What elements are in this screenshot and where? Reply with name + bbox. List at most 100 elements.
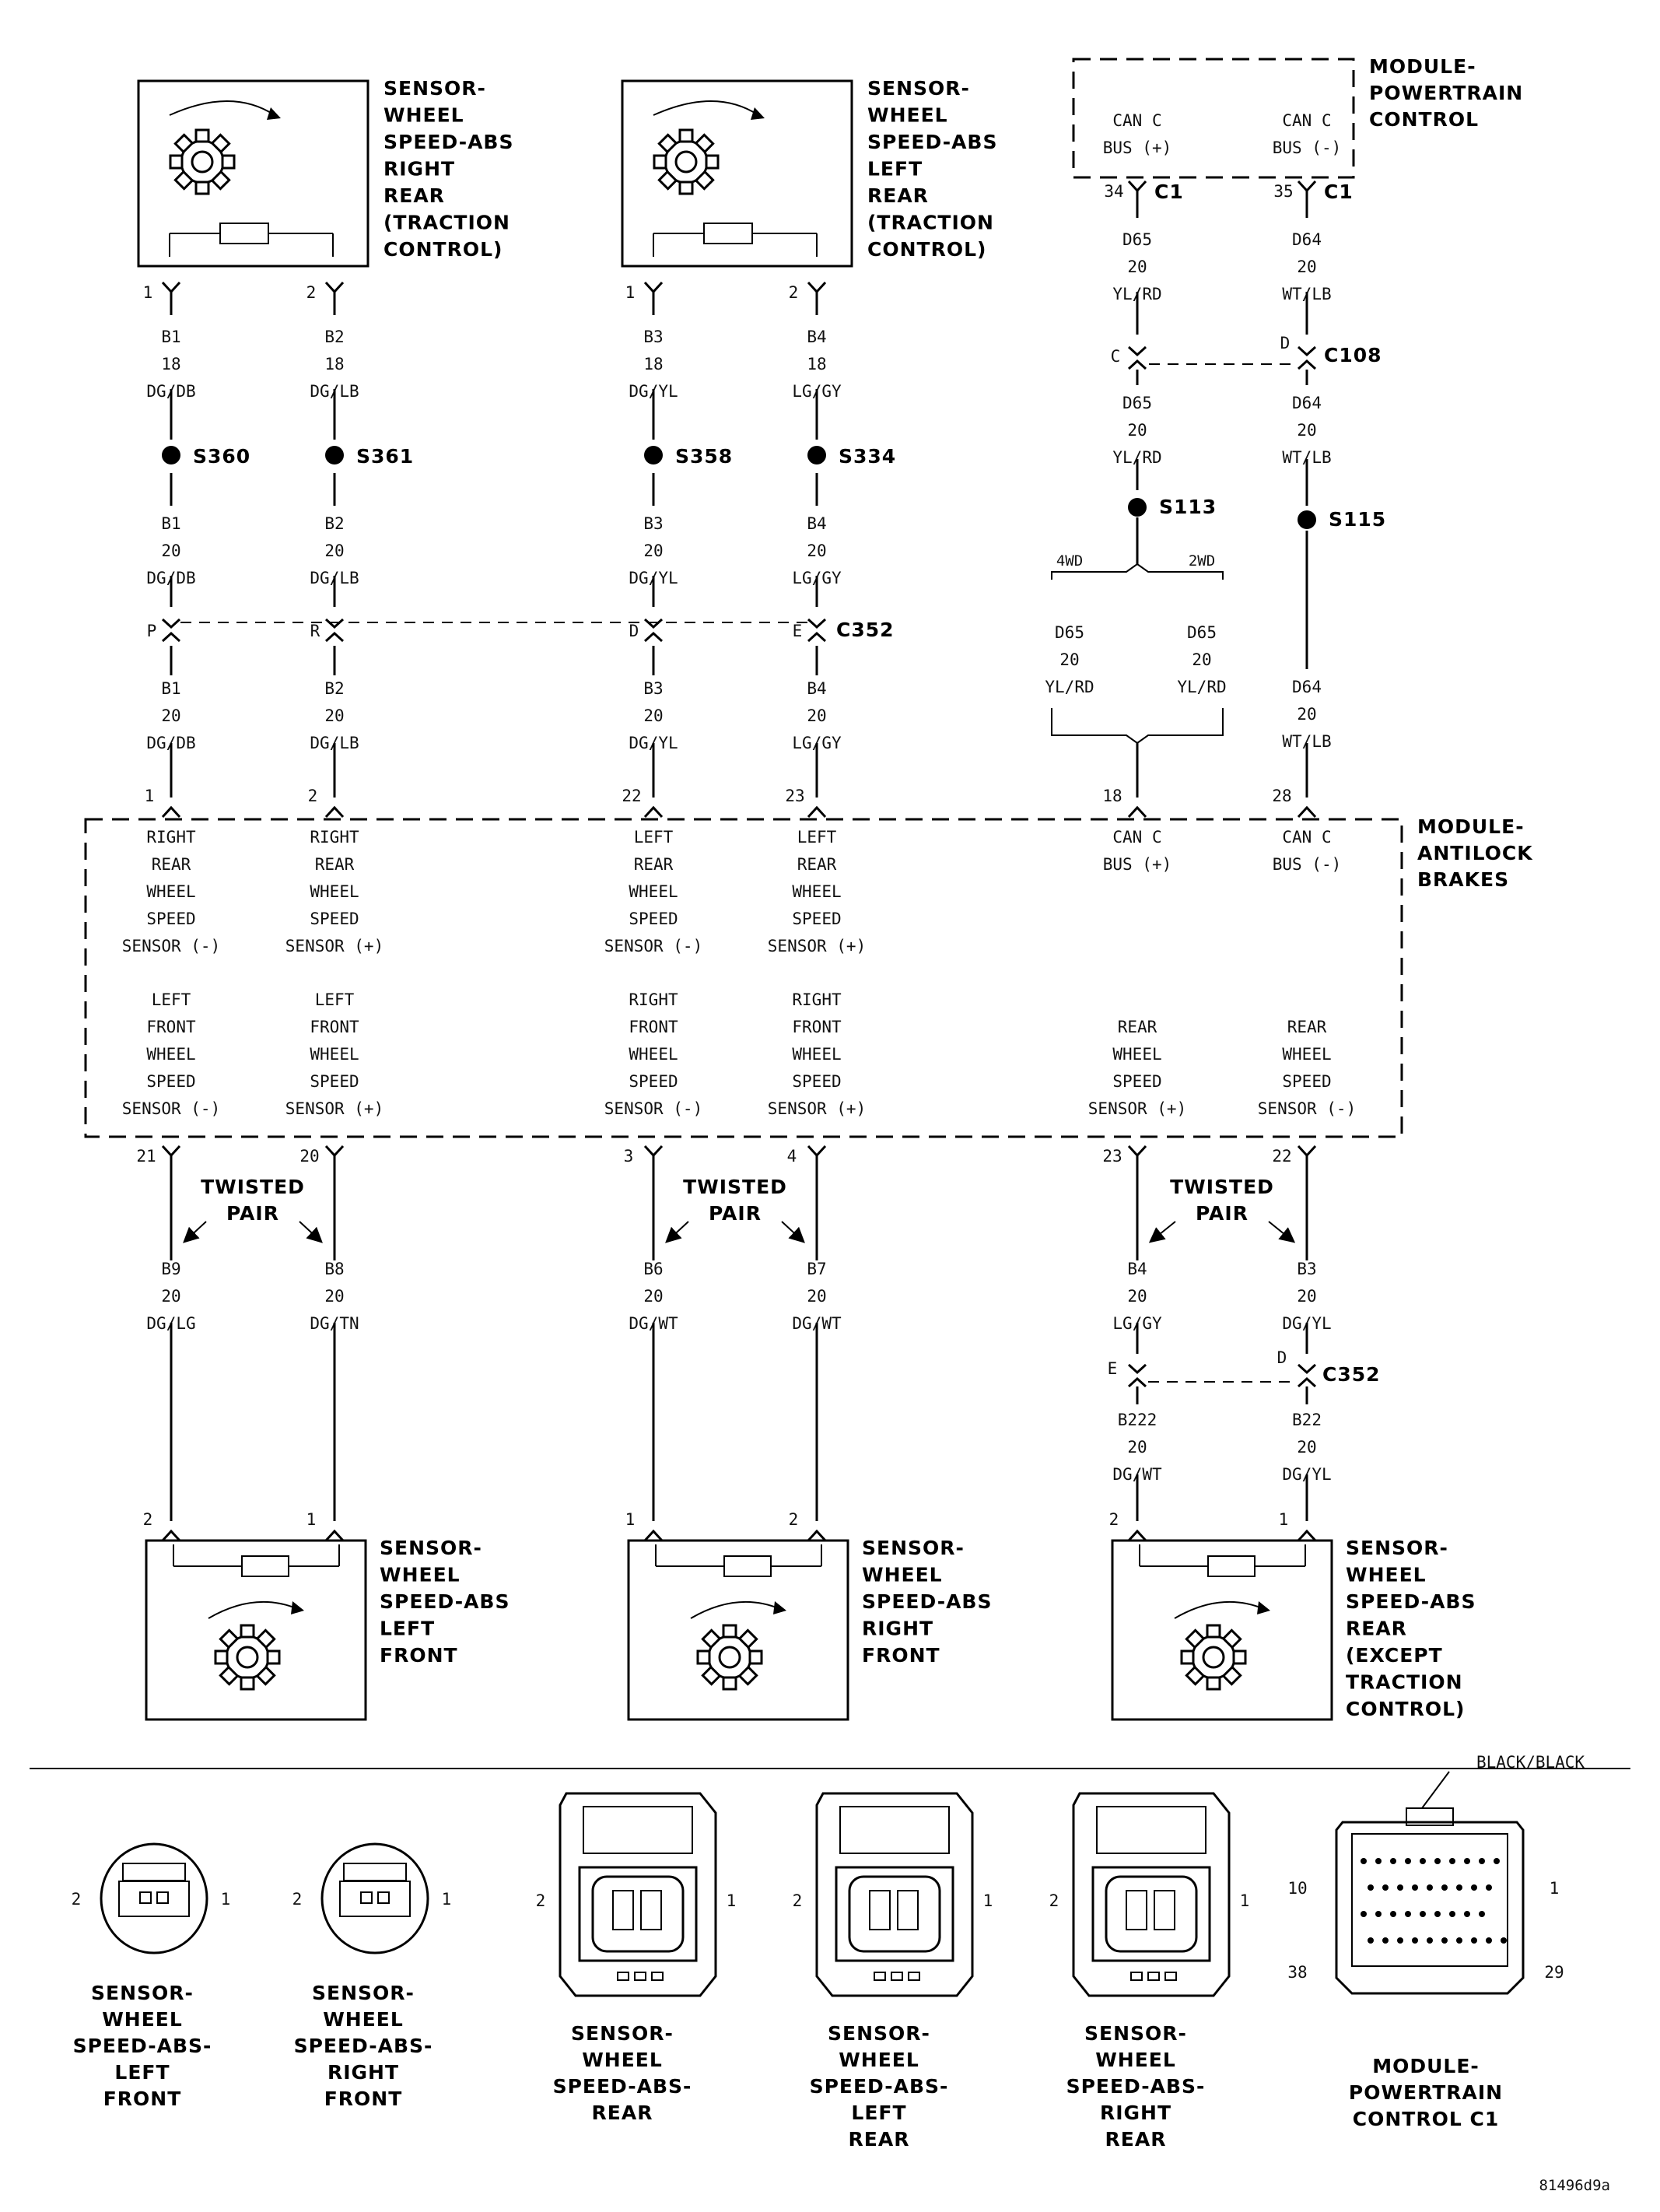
pin-number: 20	[299, 1147, 319, 1166]
connector-view-label: SENSOR-	[571, 2022, 674, 2045]
connector-housing	[339, 1881, 411, 1917]
abs-pin-function: WHEEL	[1282, 1045, 1331, 1064]
pin-cavity	[1449, 1858, 1455, 1864]
abs-pin	[807, 1145, 827, 1158]
abs-pin	[643, 1145, 664, 1158]
abs-pin-function: FRONT	[629, 1018, 678, 1036]
component-label: FRONT	[862, 1644, 940, 1667]
pin-cavity	[1456, 1937, 1462, 1944]
component-label: WHEEL	[380, 1564, 461, 1586]
sensor-pin	[807, 1529, 827, 1542]
twisted-pair-arrow	[299, 1221, 323, 1243]
wire-code: 20	[161, 706, 180, 725]
component-label: WHEEL	[867, 104, 948, 127]
connector-view-label: SENSOR-	[1084, 2022, 1187, 2045]
pin-cavity	[1449, 1911, 1455, 1917]
pin-number: 2	[1049, 1891, 1059, 1910]
connector-label: C1	[1324, 181, 1354, 203]
component-label: CONTROL)	[867, 238, 986, 261]
abs-pin	[161, 1145, 181, 1158]
pin-number: 1	[221, 1890, 231, 1909]
abs-pin-function: SENSOR (+)	[285, 1099, 383, 1118]
rotation-arrow	[653, 100, 759, 116]
pin-number: 23	[785, 787, 804, 805]
connector-view-label: SPEED-ABS-	[810, 2075, 949, 2098]
wire-code: D64	[1292, 230, 1322, 249]
abs-pin	[1127, 1145, 1147, 1158]
wire-code: B2	[324, 328, 344, 346]
abs-pin-function: SENSOR (+)	[285, 937, 383, 955]
wire-code: 20	[324, 1287, 344, 1306]
terminal	[139, 1891, 152, 1904]
component-label: SPEED-ABS	[1346, 1590, 1476, 1613]
pin-cavity	[1501, 1937, 1507, 1944]
wire-code: B4	[807, 328, 826, 346]
rotation-arrow	[690, 1600, 781, 1619]
pin-cavity	[1427, 1937, 1433, 1944]
component-label: (TRACTION	[383, 212, 510, 234]
wire-code: 20	[643, 542, 663, 560]
splice-dot	[325, 446, 344, 464]
sensor-rear-box	[1111, 1539, 1333, 1721]
splice-label: S358	[675, 445, 733, 468]
leader-line	[1421, 1771, 1450, 1809]
key-slot	[1147, 1972, 1160, 1981]
component-label: SPEED-ABS	[383, 131, 513, 153]
pin-number: 2	[789, 283, 799, 302]
pin-cavity	[1390, 1858, 1396, 1864]
wire-code: B3	[643, 679, 663, 698]
pin-cavity	[1479, 1911, 1485, 1917]
pin-cavity	[1382, 1884, 1389, 1891]
splice-label: S360	[193, 445, 250, 468]
pin-cavity	[1390, 1911, 1396, 1917]
abs-pin-function: REAR	[152, 855, 191, 874]
abs-pin	[807, 805, 827, 819]
component-label: CONTROL)	[383, 238, 503, 261]
connector-pin-letter: D	[1277, 1348, 1287, 1367]
connector-label: C108	[1324, 344, 1382, 366]
component-label: CONTROL)	[1346, 1698, 1465, 1720]
pcm-connector-face	[1351, 1833, 1508, 1967]
abs-pin-function: SENSOR (-)	[122, 937, 220, 955]
wire-code: YL/RD	[1177, 678, 1226, 696]
wire-code: B4	[1127, 1260, 1147, 1278]
c352-connector	[1297, 1363, 1317, 1388]
key-slot	[891, 1972, 903, 1981]
connector-pin-letter: E	[1108, 1359, 1118, 1378]
splice-dot	[162, 446, 180, 464]
wire-code: B3	[643, 328, 663, 346]
rotation-arrow	[1174, 1600, 1265, 1619]
terminal	[156, 1891, 169, 1904]
pin-number: 4	[787, 1147, 797, 1166]
abs-pin-function: WHEEL	[146, 882, 195, 901]
twisted-pair-arrow	[1268, 1221, 1296, 1243]
pin-cavity	[1441, 1937, 1448, 1944]
pin-number: 2	[789, 1510, 799, 1529]
gear-icon	[169, 128, 236, 195]
pcm-box	[1072, 58, 1355, 179]
wire-code: D65	[1055, 623, 1084, 642]
sensor-pin	[643, 1529, 664, 1542]
connector-view-label: REAR	[592, 2102, 653, 2124]
abs-pin-function: SENSOR (-)	[604, 937, 702, 955]
connector-view-label: SENSOR-	[312, 1982, 415, 2004]
abs-pin-function: SPEED	[629, 910, 678, 928]
connector-face	[1105, 1875, 1198, 1953]
abs-pin-function: REAR	[797, 855, 837, 874]
key-slot	[617, 1972, 629, 1981]
connector-view-label: MODULE-	[1372, 2055, 1480, 2077]
key-slot	[874, 1972, 886, 1981]
abs-pin-function: SPEED	[629, 1072, 678, 1091]
connector-view-label: REAR	[849, 2128, 910, 2151]
component-label: TRACTION	[1346, 1671, 1463, 1694]
pin-number: 22	[622, 787, 641, 805]
resistor-symbol	[219, 223, 269, 244]
splice-dot	[644, 446, 663, 464]
resistor-symbol	[703, 223, 753, 244]
c108-connector	[1297, 345, 1317, 370]
wire-code: B2	[324, 679, 344, 698]
wire-code: 20	[161, 1287, 180, 1306]
wire-code: 20	[324, 706, 344, 725]
component-label: SPEED-ABS	[867, 131, 997, 153]
wire-code: D65	[1122, 394, 1152, 412]
